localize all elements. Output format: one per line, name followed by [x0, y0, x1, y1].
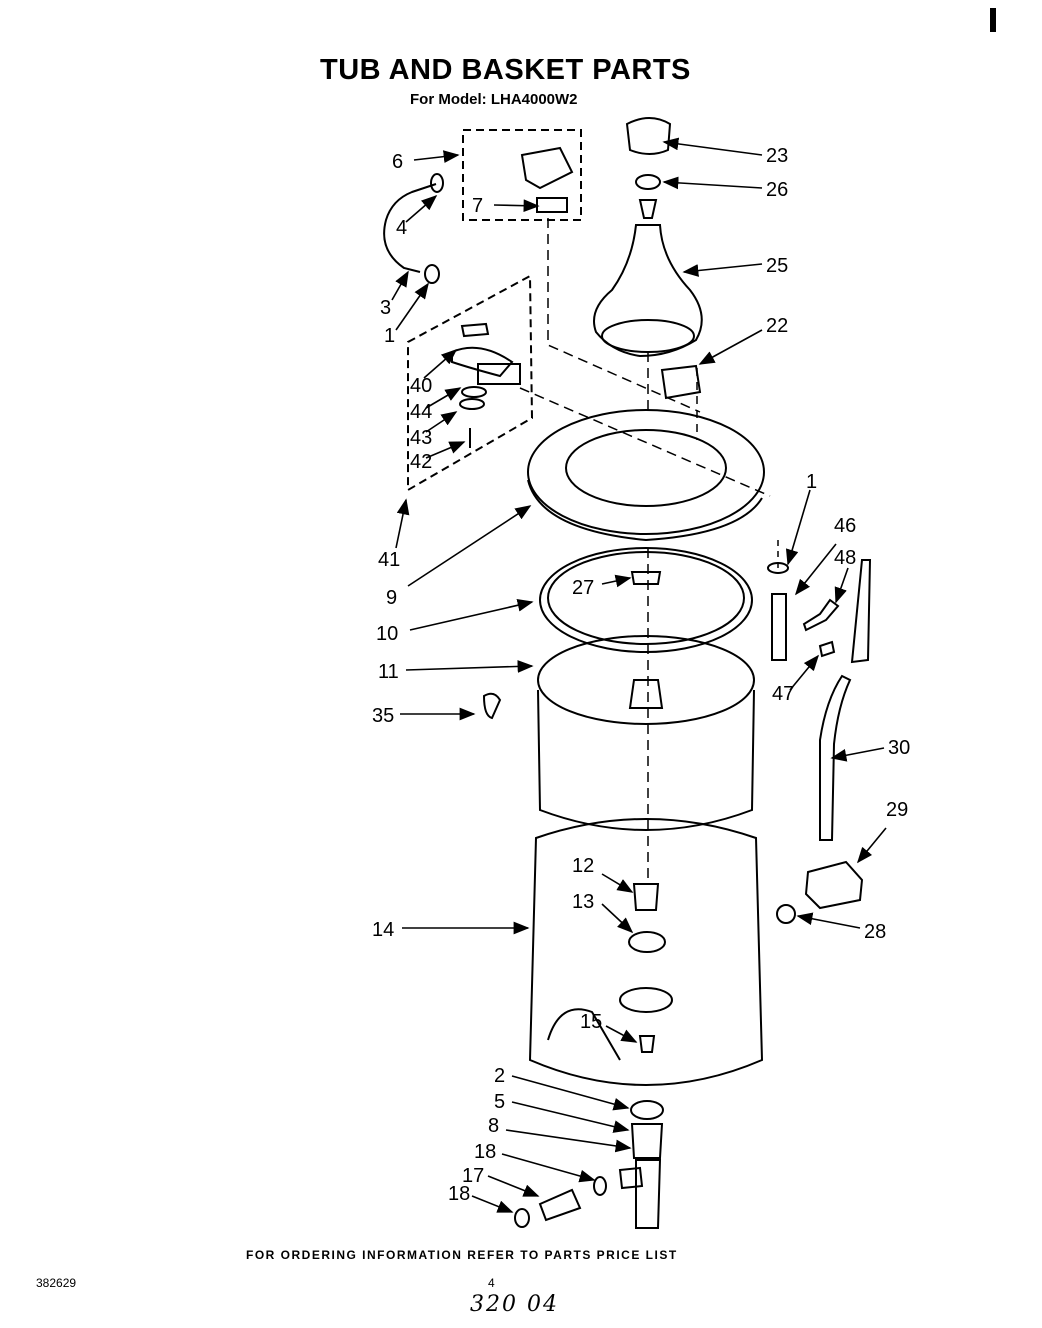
filter-dashed-box: [407, 274, 534, 492]
callout-6: 6: [392, 151, 403, 173]
basket-top: [537, 635, 755, 725]
callout-22: 22: [766, 315, 788, 337]
hanger-48: [802, 598, 840, 632]
spring-46: [771, 593, 787, 661]
basket-nut: [630, 571, 662, 585]
callout-18-upper: 18: [474, 1141, 496, 1163]
callout-10: 10: [376, 623, 398, 645]
ordering-note: FOR ORDERING INFORMATION REFER TO PARTS …: [246, 1248, 678, 1262]
pump: [804, 860, 864, 910]
callout-47: 47: [772, 683, 794, 705]
tub-ring: [527, 409, 765, 535]
callout-2: 2: [494, 1065, 505, 1087]
dispenser-dashed-box: [462, 129, 582, 221]
dispenser-assembly: [520, 146, 574, 190]
page-title: TUB AND BASKET PARTS: [320, 54, 691, 86]
callout-27: 27: [572, 577, 594, 599]
callout-28: 28: [864, 921, 886, 943]
hose-17: [538, 1188, 582, 1222]
callout-3: 3: [380, 297, 391, 319]
basket-body: [537, 689, 755, 831]
callout-43: 43: [410, 427, 432, 449]
callout-46: 46: [834, 515, 856, 537]
filter-housing: [451, 346, 514, 378]
bearing-13: [628, 931, 666, 953]
callout-25: 25: [766, 255, 788, 277]
agitator-nut: [635, 174, 661, 190]
agitator: [593, 224, 703, 358]
hub-5-8: [630, 1123, 664, 1159]
callout-12: 12: [572, 855, 594, 877]
drain-tube: [635, 1159, 662, 1229]
screw-47: [818, 640, 836, 658]
callout-11: 11: [378, 661, 399, 683]
callout-13: 13: [572, 891, 594, 913]
dispenser-pad: [536, 197, 568, 213]
hose-washer-top: [430, 173, 444, 193]
callout-4: 4: [396, 217, 407, 239]
callout-15: 15: [580, 1011, 602, 1033]
callout-9: 9: [386, 587, 397, 609]
callout-48: 48: [834, 547, 856, 569]
handwritten-note: 320 04: [470, 1292, 559, 1317]
callout-5: 5: [494, 1091, 505, 1113]
clip: [482, 692, 502, 720]
callout-1-side: 1: [806, 471, 817, 493]
callout-44: 44: [410, 401, 432, 423]
callout-29: 29: [886, 799, 908, 821]
callout-7: 7: [472, 195, 483, 217]
hose-upper: [850, 559, 872, 664]
inlet-hose: [383, 183, 437, 273]
callout-23: 23: [766, 145, 788, 167]
hose-clamp: [424, 264, 440, 284]
document-code: 382629: [36, 1276, 77, 1290]
agitator-cap: [625, 117, 672, 155]
callout-17: 17: [462, 1165, 484, 1187]
callout-30: 30: [888, 737, 910, 759]
clamp-18-upper: [593, 1176, 607, 1196]
corner-mark: [990, 8, 996, 32]
hub-2: [630, 1100, 664, 1120]
callout-40: 40: [410, 375, 432, 397]
model-subtitle: For Model: LHA4000W2: [410, 91, 578, 108]
callout-26: 26: [766, 179, 788, 201]
callout-42: 42: [410, 451, 432, 473]
callout-35: 35: [372, 705, 394, 727]
gasket-ring: [539, 547, 753, 653]
callout-18-lower: 18: [448, 1183, 470, 1205]
filter-screen: [477, 363, 521, 385]
gasket-plate: [660, 364, 702, 400]
clamp-18-lower: [514, 1208, 530, 1228]
seal-part-12: [632, 883, 660, 911]
washer-28: [776, 904, 796, 924]
callout-8: 8: [488, 1115, 499, 1137]
outer-tub: [528, 818, 764, 1086]
page-number: 4: [488, 1276, 495, 1290]
callout-14: 14: [372, 919, 394, 941]
drain-hose: [819, 674, 852, 841]
bolt-15: [638, 1035, 656, 1053]
callout-41: 41: [378, 549, 400, 571]
callout-1-top: 1: [384, 325, 395, 347]
